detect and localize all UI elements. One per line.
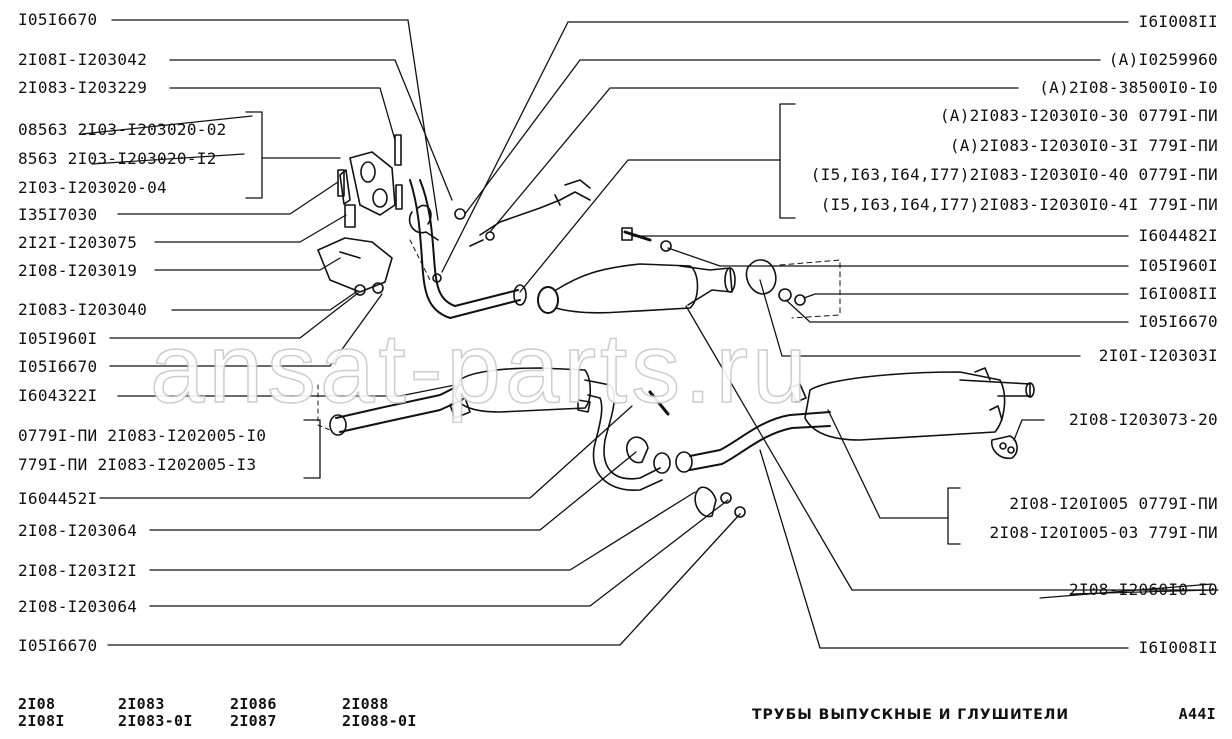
part-label-right-1: I6I008II — [1138, 12, 1218, 31]
model-code: 2I083-0I — [118, 712, 193, 730]
part-label-right-8: I604482I — [1138, 226, 1218, 245]
part-label-right-13: 2I08-I203073-20 — [1069, 410, 1218, 429]
part-label-right-15: 2I08-I20I005-03 779I-ПИ — [989, 523, 1218, 542]
part-label-right-16: 2I08-I2060I0-I0 — [1069, 580, 1218, 599]
part-label-right-17: I6I008II — [1138, 638, 1218, 657]
part-label-left-3: 2I083-I203229 — [18, 78, 148, 97]
part-label-left-4: 08563 2I03-I203020-02 — [18, 120, 227, 139]
watermark: ansat-parts.ru — [149, 312, 811, 424]
part-label-right-12: 2I0I-I20303I — [1098, 346, 1218, 365]
part-label-left-14: 0779I-ПИ 2I083-I202005-I0 — [18, 426, 267, 445]
part-label-right-7: (I5,I63,I64,I77)2I083-I2030I0-4I 779I-ПИ — [820, 195, 1218, 214]
part-label-left-8: 2I2I-I203075 — [18, 233, 138, 252]
part-label-left-15: 779I-ПИ 2I083-I202005-I3 — [18, 455, 257, 474]
model-code: 2I083 — [118, 695, 165, 713]
part-label-left-5: 8563 2I03-I203020-I2 — [18, 149, 217, 168]
part-label-left-9: 2I08-I203019 — [18, 261, 138, 280]
leader-lines — [99, 19, 1219, 649]
part-label-left-19: 2I08-I203064 — [18, 597, 138, 616]
part-label-left-11: I05I960I — [18, 329, 98, 348]
oxygen-sensor-group — [469, 179, 591, 247]
part-label-left-13: I604322I — [18, 386, 98, 405]
part-label-right-10: I6I008II — [1138, 284, 1218, 303]
part-label-right-5: (A)2I083-I2030I0-3I 779I-ПИ — [949, 136, 1218, 155]
part-label-left-16: I604452I — [18, 489, 98, 508]
model-code: 2I088 — [342, 695, 389, 713]
rear-pipe-and-muffler — [653, 367, 1035, 474]
model-code: 2I086 — [230, 695, 277, 713]
part-label-left-12: I05I6670 — [18, 357, 98, 376]
part-label-left-6: 2I03-I203020-04 — [18, 178, 167, 197]
model-code: 2I08 — [18, 695, 56, 713]
part-label-right-3: (A)2I08-38500I0-I0 — [1039, 78, 1218, 97]
part-label-left-7: I35I7030 — [18, 205, 98, 224]
page-code: A44I — [1178, 705, 1216, 723]
model-code: 2I08I — [18, 712, 65, 730]
part-label-right-11: I05I6670 — [1138, 312, 1218, 331]
diagram-title: ТРУБЫ ВЫПУСКНЫЕ И ГЛУШИТЕЛИ — [752, 707, 1070, 723]
part-label-left-10: 2I083-I203040 — [18, 300, 148, 319]
part-label-right-14: 2I08-I20I005 0779I-ПИ — [1009, 494, 1218, 513]
loose-parts — [626, 390, 746, 518]
part-label-left-18: 2I08-I203I2I — [18, 561, 138, 580]
part-label-right-6: (I5,I63,I64,I77)2I083-I2030I0-40 0779I-П… — [810, 165, 1218, 184]
part-label-right-4: (A)2I083-I2030I0-30 0779I-ПИ — [939, 106, 1218, 125]
part-label-right-2: (A)I0259960 — [1108, 50, 1218, 69]
part-label-right-9: I05I960I — [1138, 256, 1218, 275]
catalytic-converter — [537, 263, 736, 314]
label-brackets — [245, 103, 961, 545]
model-code: 2I088-0I — [342, 712, 417, 730]
part-label-left-1: I05I6670 — [18, 10, 98, 29]
part-label-left-2: 2I08I-I203042 — [18, 50, 148, 69]
part-label-left-20: I05I6670 — [18, 636, 98, 655]
part-label-left-17: 2I08-I203064 — [18, 521, 138, 540]
strike-marks — [81, 115, 1213, 599]
front-exhaust-pipe-group — [317, 134, 527, 319]
model-code: 2I087 — [230, 712, 277, 730]
resonator-pipe — [317, 367, 663, 491]
